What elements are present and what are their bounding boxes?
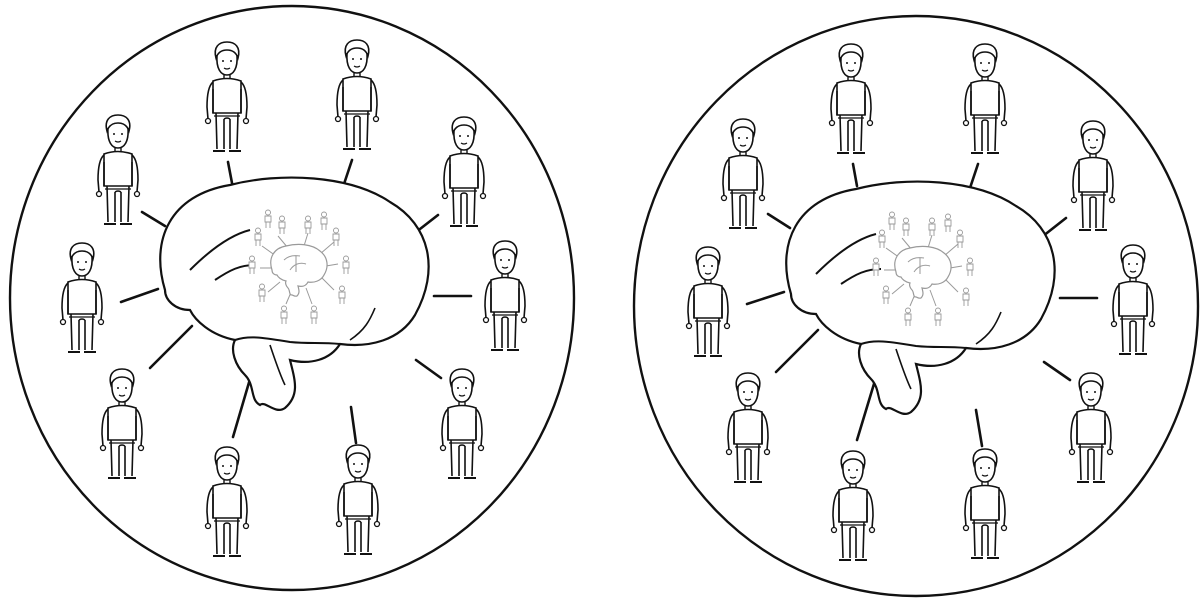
person-figure bbox=[204, 446, 250, 557]
person-figure bbox=[335, 444, 381, 555]
person-figure bbox=[439, 368, 485, 479]
person-figure bbox=[1110, 244, 1156, 355]
person-figure bbox=[99, 368, 145, 479]
left-connector-lines bbox=[119, 158, 473, 445]
person-figure bbox=[828, 43, 874, 154]
person-figure bbox=[830, 450, 876, 561]
person-figure bbox=[725, 372, 771, 483]
right-inner-network bbox=[872, 211, 974, 327]
left-panel bbox=[8, 4, 576, 592]
left-circle-boundary bbox=[8, 4, 576, 592]
person-figure bbox=[334, 39, 380, 150]
person-figure bbox=[685, 246, 731, 357]
person-figure bbox=[95, 114, 141, 225]
person-figure bbox=[204, 41, 250, 152]
person-figure bbox=[482, 240, 528, 351]
person-figure bbox=[1068, 372, 1114, 483]
right-circle-boundary bbox=[632, 14, 1200, 598]
person-figure bbox=[720, 118, 766, 229]
left-inner-network bbox=[248, 209, 350, 325]
person-figure bbox=[1070, 120, 1116, 231]
person-figure bbox=[962, 448, 1008, 559]
person-figure bbox=[962, 43, 1008, 154]
person-figure bbox=[441, 116, 487, 227]
right-panel bbox=[632, 14, 1200, 598]
person-figure bbox=[59, 242, 105, 353]
